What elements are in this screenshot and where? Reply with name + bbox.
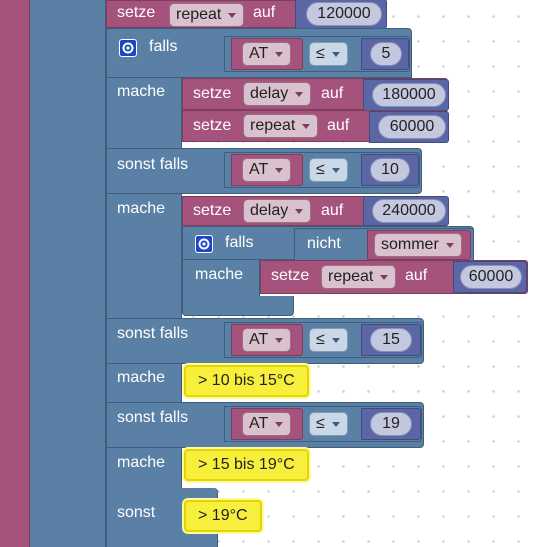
- if-keyword: falls: [225, 234, 254, 251]
- number-field[interactable]: 240000: [372, 199, 446, 223]
- variable-dropdown[interactable]: repeat: [169, 3, 245, 27]
- do-section: mache: [106, 364, 182, 402]
- number-field[interactable]: 120000: [306, 2, 382, 26]
- if-keyword: falls: [149, 38, 178, 55]
- variable-dropdown[interactable]: repeat: [321, 265, 397, 289]
- outer-statement-edge: [30, 0, 106, 547]
- compare-block[interactable]: AT ≤ 19: [224, 406, 422, 442]
- number-block[interactable]: 15: [361, 324, 421, 356]
- variable-get-block[interactable]: AT: [231, 408, 303, 440]
- gear-icon[interactable]: [119, 39, 137, 57]
- variable-dropdown[interactable]: repeat: [243, 114, 319, 138]
- set-keyword: setze: [117, 4, 156, 21]
- number-block[interactable]: 60000: [453, 261, 527, 293]
- variable-dropdown[interactable]: sommer: [374, 233, 462, 257]
- do-keyword: mache: [117, 369, 166, 386]
- number-field[interactable]: 10: [370, 158, 410, 182]
- set-repeat-block-top[interactable]: setze repeat auf 120000: [106, 0, 387, 29]
- to-keyword: auf: [321, 85, 344, 102]
- set-delay-block[interactable]: setze delay auf 240000: [182, 196, 449, 226]
- compare-block[interactable]: AT ≤ 10: [224, 152, 420, 188]
- to-keyword: auf: [405, 267, 428, 284]
- text-block[interactable]: > 15 bis 19°C: [184, 449, 309, 481]
- to-keyword: auf: [253, 4, 276, 21]
- do-section: mache: [106, 194, 182, 318]
- do-keyword: mache: [117, 200, 166, 217]
- set-keyword: setze: [271, 267, 310, 284]
- operator-dropdown[interactable]: ≤: [309, 328, 348, 352]
- text-block[interactable]: > 19°C: [184, 500, 262, 532]
- variable-get-block[interactable]: sommer: [367, 230, 471, 260]
- gear-icon[interactable]: [195, 235, 213, 253]
- text-block[interactable]: > 10 bis 15°C: [184, 365, 309, 397]
- else-if-keyword: sonst falls: [117, 409, 189, 426]
- to-keyword: auf: [327, 117, 350, 134]
- number-field[interactable]: 60000: [460, 265, 522, 289]
- variable-dropdown[interactable]: AT: [242, 42, 292, 66]
- set-keyword: setze: [193, 117, 232, 134]
- set-keyword: setze: [193, 202, 232, 219]
- number-block[interactable]: 60000: [369, 111, 449, 143]
- operator-dropdown[interactable]: ≤: [309, 158, 348, 182]
- variable-dropdown[interactable]: AT: [242, 412, 292, 436]
- set-repeat-block[interactable]: setze repeat auf 60000: [182, 110, 449, 143]
- number-block[interactable]: 120000: [295, 0, 387, 29]
- variable-get-block[interactable]: AT: [231, 38, 303, 70]
- operator-dropdown[interactable]: ≤: [309, 42, 348, 66]
- number-block[interactable]: 19: [361, 408, 421, 440]
- not-keyword: nicht: [307, 235, 341, 252]
- number-block[interactable]: 180000: [363, 79, 449, 111]
- number-field[interactable]: 19: [370, 412, 412, 436]
- variable-dropdown[interactable]: AT: [242, 158, 292, 182]
- number-field[interactable]: 15: [370, 328, 412, 352]
- number-block[interactable]: 240000: [363, 196, 449, 226]
- else-if-keyword: sonst falls: [117, 325, 189, 342]
- outer-block-edge: [0, 0, 30, 547]
- do-section: mache: [106, 78, 182, 148]
- compare-block[interactable]: AT ≤ 15: [224, 322, 422, 358]
- do-section: mache: [106, 448, 182, 488]
- not-block[interactable]: nicht sommer: [294, 228, 474, 262]
- variable-get-block[interactable]: AT: [231, 154, 303, 186]
- do-keyword: mache: [195, 266, 244, 283]
- set-keyword: setze: [193, 85, 232, 102]
- variable-dropdown[interactable]: delay: [243, 82, 312, 106]
- else-if-keyword: sonst falls: [117, 156, 189, 173]
- number-field[interactable]: 60000: [378, 115, 446, 139]
- variable-dropdown[interactable]: delay: [243, 199, 312, 223]
- number-field[interactable]: 180000: [372, 83, 446, 107]
- set-repeat-block[interactable]: setze repeat auf 60000: [260, 260, 528, 294]
- variable-get-block[interactable]: AT: [231, 324, 303, 356]
- do-keyword: mache: [117, 454, 166, 471]
- do-keyword: mache: [117, 83, 166, 100]
- variable-dropdown[interactable]: AT: [242, 328, 292, 352]
- set-delay-block[interactable]: setze delay auf 180000: [182, 78, 449, 111]
- else-keyword: sonst: [117, 504, 156, 521]
- number-block[interactable]: 10: [361, 154, 419, 186]
- compare-block[interactable]: AT ≤ 5: [224, 36, 410, 72]
- inner-if-bottom: [182, 296, 294, 316]
- to-keyword: auf: [321, 202, 344, 219]
- number-field[interactable]: 5: [370, 42, 402, 66]
- number-block[interactable]: 5: [361, 38, 409, 70]
- operator-dropdown[interactable]: ≤: [309, 412, 348, 436]
